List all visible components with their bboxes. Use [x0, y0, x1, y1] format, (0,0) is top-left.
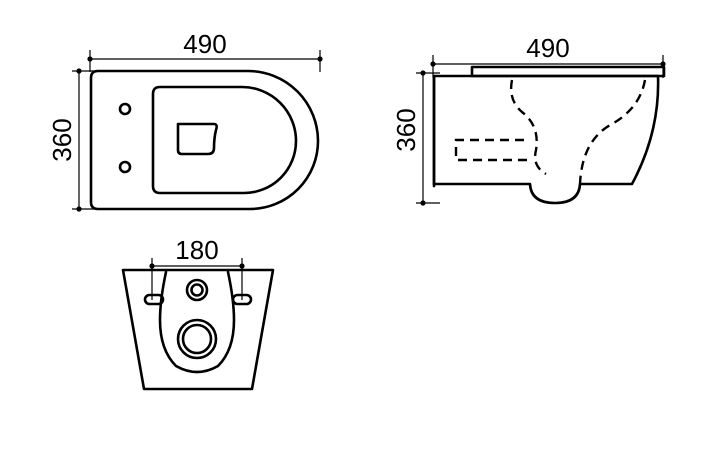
side-view-width-dimension: 490: [430, 33, 666, 78]
back-view-spacing-dimension: 180: [149, 235, 245, 300]
side-view-trapway-left: [509, 79, 547, 176]
side-view-height-dimension: 360: [391, 70, 440, 206]
side-view-outlet-pipe: [454, 138, 532, 162]
top-view: 490 360: [47, 29, 323, 212]
top-view-width-dimension: 490: [87, 29, 323, 72]
top-view-height-label: 360: [47, 118, 77, 161]
side-view-body-outline: [432, 74, 660, 205]
back-view-inner-profile: [158, 270, 236, 374]
top-view-inner-rim: [151, 85, 298, 195]
back-view: 180: [121, 235, 275, 391]
side-view: 490 360: [391, 33, 666, 206]
back-view-inlet-inner: [190, 283, 204, 297]
back-view-body-outline: [121, 268, 275, 391]
side-view-width-label: 490: [526, 33, 569, 63]
back-view-mount-slot-right: [231, 293, 253, 306]
back-view-spacing-label: 180: [175, 235, 218, 265]
top-view-mount-hole-upper: [118, 102, 132, 116]
top-view-width-label: 490: [183, 29, 226, 59]
side-view-seat-lid: [470, 65, 666, 78]
back-view-outlet-inner: [181, 323, 213, 355]
top-view-mount-hole-lower: [118, 160, 132, 174]
top-view-bowl-outline: [89, 69, 320, 211]
top-view-drain: [176, 122, 218, 156]
top-view-height-dimension: 360: [47, 68, 98, 212]
back-view-mount-slot-left: [143, 293, 165, 306]
side-view-height-label: 360: [391, 108, 421, 151]
side-view-trapway-right: [578, 79, 647, 185]
back-view-inlet-outer: [185, 278, 209, 302]
back-view-outlet-outer: [176, 318, 218, 360]
